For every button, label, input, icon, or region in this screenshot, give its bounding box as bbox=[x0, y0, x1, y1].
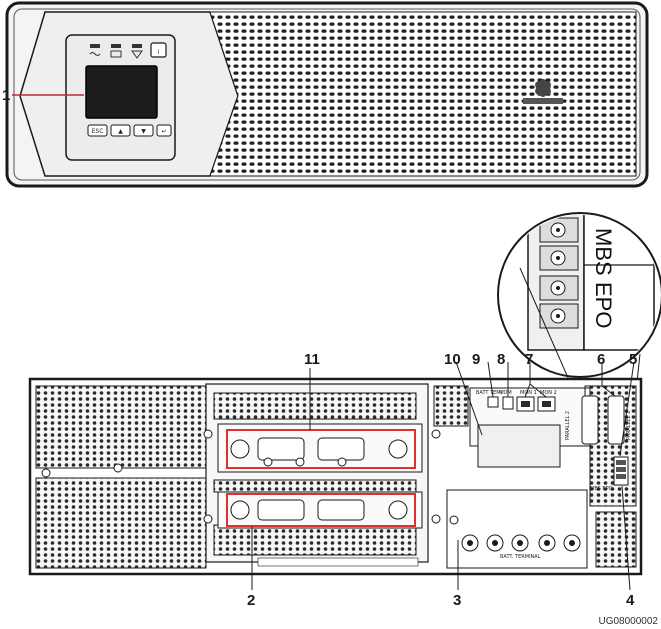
callout-8: 8 bbox=[497, 351, 505, 368]
com-port[interactable] bbox=[502, 396, 514, 410]
label-parallel-1: PARALLEL 1 bbox=[626, 411, 632, 440]
callout-6: 6 bbox=[597, 351, 605, 368]
label-batt-temp: BATT TEMP bbox=[476, 390, 504, 396]
callout-leaders bbox=[251, 361, 635, 591]
label-mon1: MON 1 bbox=[520, 390, 537, 396]
control-panel: i ESC ▲ ▼ ↵ bbox=[65, 34, 176, 161]
callout-9: 9 bbox=[472, 351, 480, 368]
info-button-label: i bbox=[158, 49, 160, 56]
callout-1: 1 bbox=[2, 87, 10, 104]
callout-7: 7 bbox=[525, 351, 533, 368]
zoom-detail: MBS EPO bbox=[497, 212, 661, 378]
label-batt-terminal: BATT. TERMINAL bbox=[500, 554, 541, 560]
label-parallel-2: PARALLEL 2 bbox=[565, 411, 571, 440]
communication-module-upper bbox=[217, 423, 423, 473]
indicator-ac-wave-icon bbox=[89, 44, 101, 56]
zoom-label-epo: EPO bbox=[591, 282, 616, 328]
callout-4: 4 bbox=[626, 592, 635, 609]
zoom-label-mbs: MBS bbox=[591, 228, 616, 276]
enter-button[interactable]: ↵ bbox=[156, 124, 172, 137]
indicator-battery-icon bbox=[110, 44, 122, 58]
esc-button-label: ESC bbox=[92, 128, 104, 135]
label-mbs-epo: MBS EPO bbox=[590, 486, 613, 492]
epo-terminal-1 bbox=[539, 275, 579, 301]
rear-panel: BATT TEMP COM MON 1 MON 2 PARALLEL 2 PAR… bbox=[28, 377, 643, 576]
parallel-port-2[interactable] bbox=[581, 395, 599, 445]
mbs-terminal-2 bbox=[539, 245, 579, 271]
esc-button[interactable]: ESC bbox=[87, 124, 108, 137]
label-com: COM bbox=[500, 390, 512, 396]
enter-button-label: ↵ bbox=[161, 128, 166, 135]
communication-module-lower bbox=[217, 491, 423, 529]
up-button-label: ▲ bbox=[118, 128, 123, 135]
indicator-fault-icon bbox=[131, 44, 143, 59]
info-button[interactable]: i bbox=[150, 42, 167, 58]
down-button-label: ▼ bbox=[141, 128, 146, 135]
mon2-port[interactable] bbox=[537, 396, 556, 412]
mon1-port[interactable] bbox=[516, 396, 535, 412]
callout-2: 2 bbox=[247, 592, 255, 609]
label-mon2: MON 2 bbox=[540, 390, 557, 396]
lcd-screen bbox=[85, 65, 158, 119]
highlight-box-lower bbox=[226, 493, 416, 527]
batt-temp-port[interactable] bbox=[487, 396, 499, 408]
drawing-code: UG08000002 bbox=[599, 616, 659, 627]
callout-3: 3 bbox=[453, 592, 461, 609]
parallel-port-1[interactable] bbox=[607, 395, 625, 445]
battery-terminals bbox=[461, 534, 581, 552]
highlight-box-upper bbox=[226, 429, 416, 469]
brand-logo-icon bbox=[523, 79, 563, 104]
up-button[interactable]: ▲ bbox=[110, 124, 131, 137]
callout-10: 10 bbox=[444, 351, 461, 368]
epo-terminal-2 bbox=[539, 303, 579, 329]
down-button[interactable]: ▼ bbox=[133, 124, 154, 137]
callout-5: 5 bbox=[629, 351, 637, 368]
callout-11: 11 bbox=[304, 351, 320, 368]
mbs-epo-terminal[interactable] bbox=[613, 456, 629, 486]
communication-slot bbox=[477, 424, 561, 468]
